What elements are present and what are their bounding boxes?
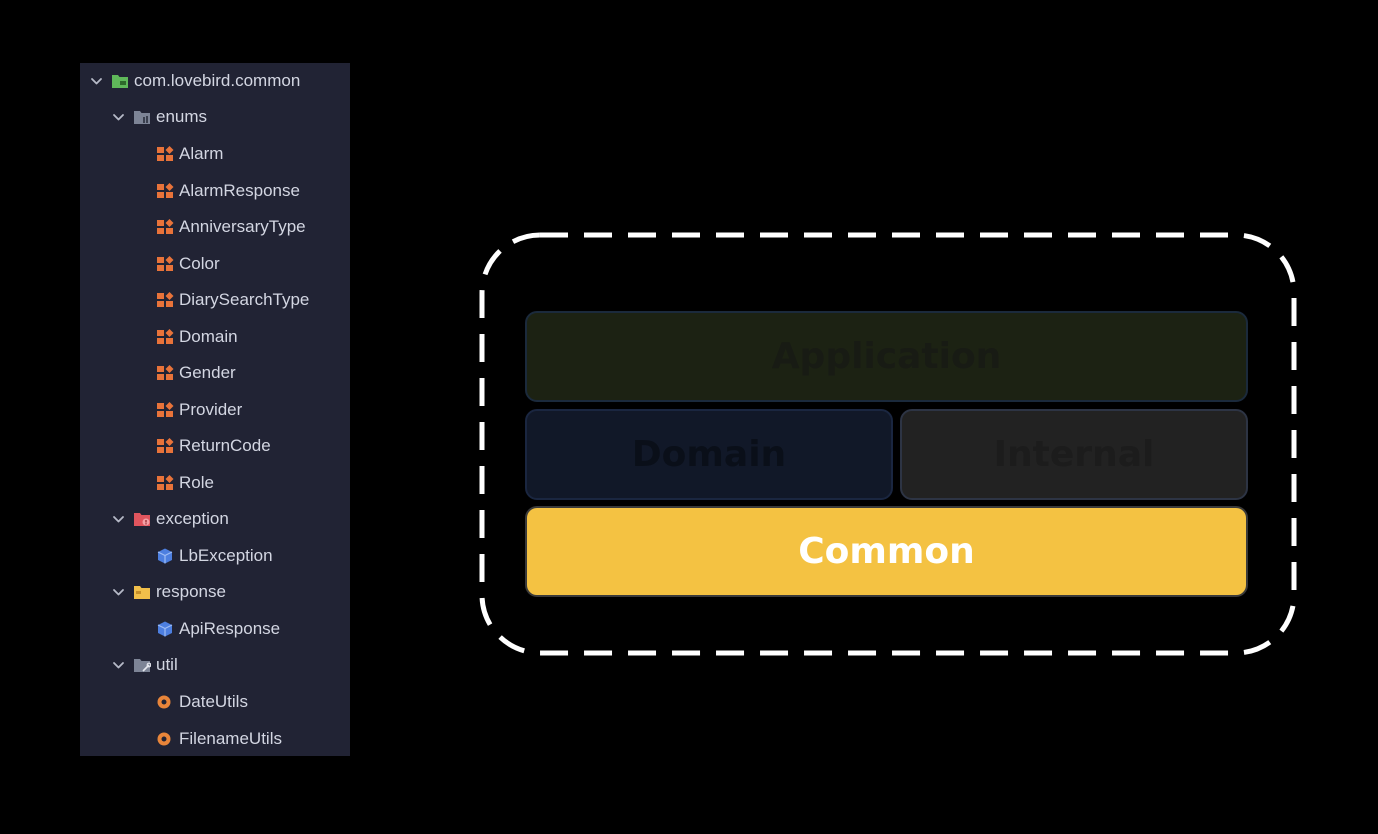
tree-item-alarmresponse[interactable]: AlarmResponse: [156, 173, 300, 209]
layer-common: Common: [525, 506, 1248, 597]
tree-item-dateutils[interactable]: DateUtils: [156, 684, 248, 720]
chevron-down-icon[interactable]: [90, 75, 103, 88]
tree-label-root: com.lovebird.common: [134, 71, 301, 90]
tree-node-util[interactable]: util: [112, 647, 178, 683]
enum-class-icon: [156, 329, 174, 345]
enum-class-icon: [156, 475, 174, 491]
chevron-down-icon[interactable]: [112, 111, 125, 124]
layer-internal-label: Internal: [993, 434, 1155, 475]
tree-item-returncode[interactable]: ReturnCode: [156, 428, 271, 464]
package-folder-icon: [111, 73, 129, 89]
tree-item-label: LbException: [179, 546, 273, 565]
object-icon: [156, 731, 174, 747]
tree-item-alarm[interactable]: Alarm: [156, 136, 223, 172]
tree-item-apiresponse[interactable]: ApiResponse: [156, 611, 280, 647]
layer-application: Application: [525, 311, 1248, 402]
tree-item-label: Role: [179, 473, 214, 492]
class-icon: [156, 548, 174, 564]
tree-item-lbexception[interactable]: LbException: [156, 538, 273, 574]
tree-label-exception: exception: [156, 509, 229, 528]
layer-application-label: Application: [771, 336, 1002, 377]
chevron-down-icon[interactable]: [112, 586, 125, 599]
layer-domain-label: Domain: [631, 434, 787, 475]
tree-item-label: AlarmResponse: [179, 181, 300, 200]
tree-item-provider[interactable]: Provider: [156, 392, 242, 428]
tree-item-label: FilenameUtils: [179, 729, 282, 748]
enum-class-icon: [156, 219, 174, 235]
tree-item-anniversarytype[interactable]: AnniversaryType: [156, 209, 306, 245]
tree-node-response[interactable]: response: [112, 574, 226, 610]
folder-icon: [133, 109, 151, 125]
tree-item-label: Gender: [179, 363, 236, 382]
tree-item-domain[interactable]: Domain: [156, 319, 238, 355]
tree-item-color[interactable]: Color: [156, 246, 220, 282]
enum-class-icon: [156, 183, 174, 199]
response-folder-icon: [133, 584, 151, 600]
tree-item-gender[interactable]: Gender: [156, 355, 236, 391]
tree-item-label: AnniversaryType: [179, 217, 306, 236]
tree-item-label: DiarySearchType: [179, 290, 310, 309]
util-folder-icon: [133, 657, 151, 673]
tree-item-label: Alarm: [179, 144, 224, 163]
class-icon: [156, 621, 174, 637]
tree-item-label: ApiResponse: [179, 619, 281, 638]
tree-node-exception[interactable]: exception: [112, 501, 229, 537]
tree-item-diarysearchtype[interactable]: DiarySearchType: [156, 282, 309, 318]
tree-label-util: util: [156, 655, 178, 674]
tree-label-response: response: [156, 582, 226, 601]
enum-class-icon: [156, 438, 174, 454]
tree-node-enums[interactable]: enums: [112, 99, 207, 135]
chevron-down-icon[interactable]: [112, 513, 125, 526]
enum-class-icon: [156, 292, 174, 308]
tree-item-filenameutils[interactable]: FilenameUtils: [156, 721, 282, 756]
enum-class-icon: [156, 402, 174, 418]
chevron-down-icon[interactable]: [112, 659, 125, 672]
enum-class-icon: [156, 365, 174, 381]
tree-item-label: DateUtils: [179, 692, 248, 711]
object-icon: [156, 694, 174, 710]
tree-item-role[interactable]: Role: [156, 465, 214, 501]
tree-node-root[interactable]: com.lovebird.common: [90, 63, 300, 99]
tree-item-label: ReturnCode: [179, 436, 271, 455]
tree-label-enums: enums: [156, 107, 208, 126]
tree-item-label: Color: [179, 254, 220, 273]
exception-folder-icon: [133, 511, 151, 527]
enum-class-icon: [156, 146, 174, 162]
layer-common-label: Common: [798, 531, 975, 572]
dashed-module-boundary: [479, 232, 1297, 656]
enum-class-icon: [156, 256, 174, 272]
project-tree-panel: com.lovebird.common enums Alarm AlarmRes…: [80, 63, 350, 756]
layer-internal: Internal: [900, 409, 1248, 500]
tree-item-label: Domain: [179, 327, 238, 346]
layer-domain: Domain: [525, 409, 893, 500]
tree-item-label: Provider: [179, 400, 243, 419]
